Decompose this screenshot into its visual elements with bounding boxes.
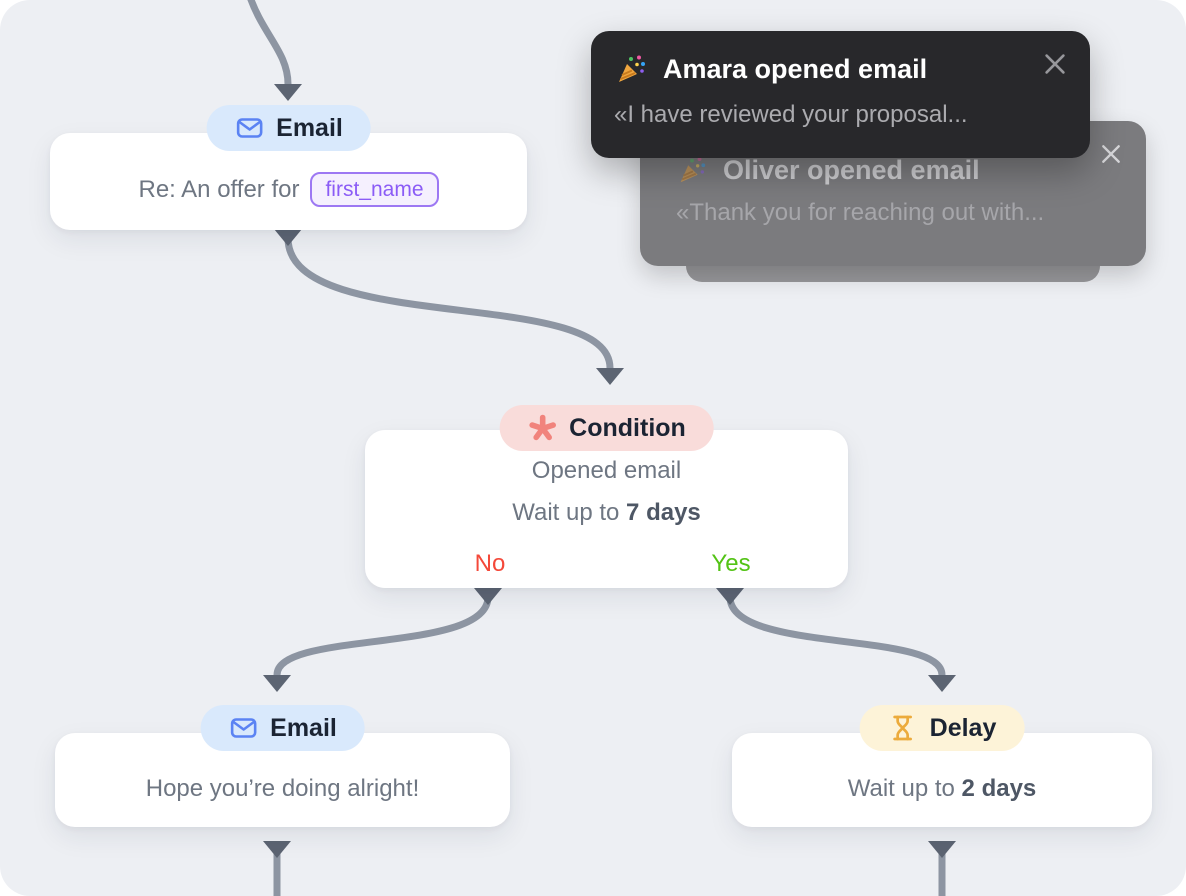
port-condition-no — [474, 588, 502, 605]
port-email-top-out — [274, 229, 302, 246]
toast-notification-amara: Amara opened email «I have reviewed your… — [591, 31, 1090, 158]
email-subject-text: Hope you’re doing alright! — [145, 775, 420, 802]
node-delay[interactable]: Delay Wait up to 2 days — [732, 705, 1152, 827]
node-type-badge: Delay — [859, 705, 1025, 751]
arrowhead-into-email-top — [274, 84, 302, 101]
close-icon[interactable] — [1042, 51, 1068, 77]
node-type-badge: Email — [200, 705, 365, 751]
port-delay-out — [928, 841, 956, 858]
condition-rule-text: Opened email — [531, 457, 682, 484]
envelope-icon — [230, 718, 256, 738]
node-type-badge: Email — [206, 105, 371, 151]
arrowhead-into-delay — [928, 675, 956, 692]
condition-wait-prefix: Wait up to — [512, 499, 620, 526]
edge-branch-no — [273, 593, 492, 679]
close-icon[interactable] — [1098, 141, 1124, 167]
email-subject-text: Re: An offer for — [138, 175, 300, 203]
node-email-followup[interactable]: Email Hope you’re doing alright! — [55, 705, 510, 827]
branch-label-yes: Yes — [711, 550, 751, 577]
variable-chip[interactable]: first_name — [310, 171, 439, 208]
toast-message: «I have reviewed your proposal... — [614, 101, 968, 128]
branch-label-no: No — [474, 550, 506, 577]
port-condition-yes — [716, 588, 744, 605]
edge-branch-yes — [726, 593, 946, 679]
delay-wait-value: 2 days — [961, 775, 1037, 802]
toast-title: Amara opened email — [663, 53, 928, 84]
edge-email-to-condition — [284, 234, 614, 372]
port-email-followup-out — [263, 841, 291, 858]
arrowhead-into-condition — [596, 368, 624, 385]
arrowhead-into-email-followup — [263, 675, 291, 692]
node-email-top[interactable]: Email Re: An offer for first_name — [50, 105, 527, 230]
condition-wait-text: Wait up to 7 days — [365, 492, 848, 534]
toast-message: «Thank you for reaching out with... — [676, 199, 1045, 226]
party-popper-icon — [680, 157, 706, 183]
node-type-label: Condition — [569, 413, 686, 442]
toast-title: Oliver opened email — [723, 154, 980, 185]
node-type-label: Email — [276, 113, 343, 142]
hourglass-icon — [893, 715, 912, 741]
node-condition[interactable]: Condition Opened email Wait up to 7 days… — [365, 405, 848, 588]
edge-incoming — [247, 0, 292, 88]
delay-wait-text: Wait up to 2 days — [848, 775, 1037, 803]
node-type-label: Email — [270, 713, 337, 742]
node-type-badge: Condition — [499, 405, 714, 451]
delay-wait-prefix: Wait up to — [847, 775, 955, 802]
party-popper-icon — [619, 55, 645, 82]
condition-wait-value: 7 days — [626, 499, 701, 526]
envelope-icon — [236, 118, 262, 138]
asterisk-icon — [528, 414, 556, 441]
node-type-label: Delay — [929, 713, 997, 742]
